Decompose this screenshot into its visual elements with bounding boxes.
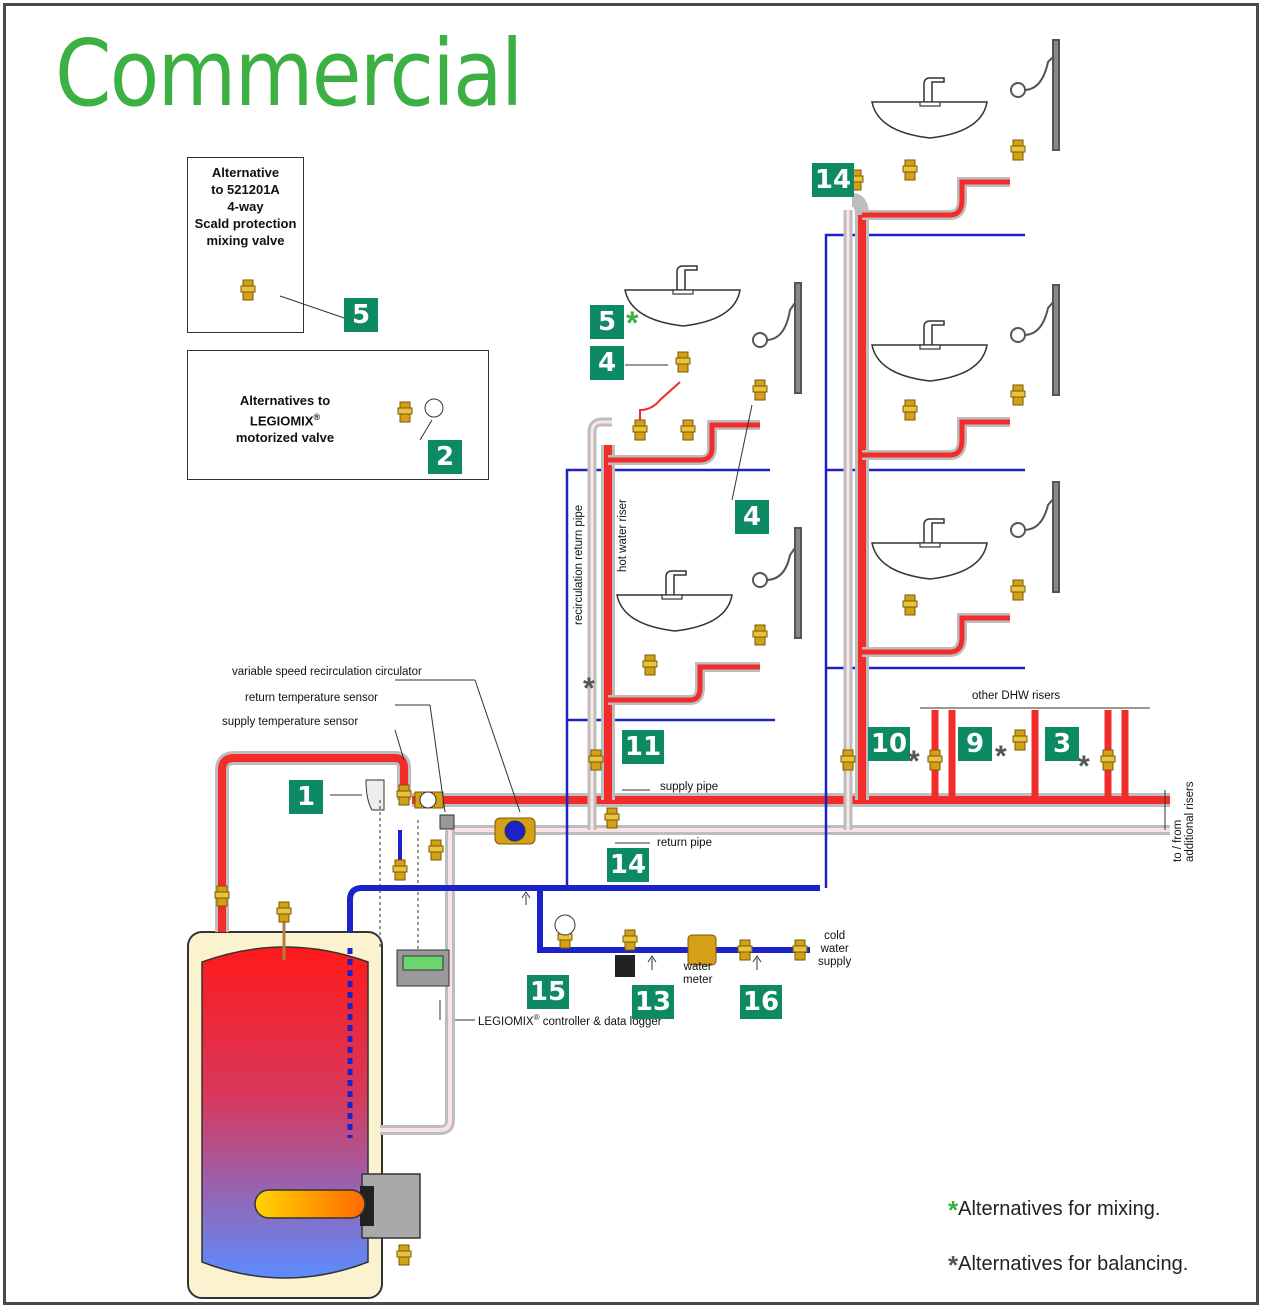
shower-fixtures [752,39,1060,639]
additional-risers-label: additional risers [1184,781,1196,862]
legend-balancing-text: Alternatives for balancing. [958,1253,1189,1275]
badge-13: 13 [632,985,674,1019]
badge-14-lower: 14 [607,848,649,882]
alt2-line-3: motorized valve [235,430,335,446]
recirculation-return-pipe-label: recirculation return pipe [573,504,585,625]
alt1-line-1: Alternative [211,165,280,180]
controller-label-reg: ® [533,1013,540,1022]
controller-label-rest: controller & data logger [539,1015,662,1028]
water-meter-line-1: water [683,961,712,973]
badge-2: 2 [428,440,462,474]
water-meter-line-2: meter [683,974,713,986]
valve-components [240,139,1116,987]
alt2-line-2: LEGIOMIX® [210,409,360,429]
legend-balancing: *Alternatives for balancing. [948,1250,1188,1281]
controller-label-text: LEGIOMIX [478,1015,534,1028]
badge-10: 10 [868,727,910,761]
hot-supply-pipe [214,751,411,932]
badge-1: 1 [289,780,323,814]
sink-fixtures [616,77,988,632]
return-sensor-label: return temperature sensor [245,692,378,704]
controller-label: LEGIOMIX® controller & data logger [478,1013,662,1028]
callout-lines [279,295,1166,1021]
supply-sensor-label: supply temperature sensor [222,716,359,728]
to-from-label: to / from [1172,819,1184,862]
balancing-star-marker-9: * [995,740,1007,773]
legend-mixing-text: Alternatives for mixing. [958,1198,1161,1220]
water-heater-tank [187,901,421,1299]
alt1-line-4: Scald protection [194,216,297,231]
return-pipe-label: return pipe [657,837,712,849]
alt2-line-2-reg: ® [313,412,321,422]
balancing-star-marker-recirc: * [583,672,595,705]
cold-water-line-3: supply [818,956,852,968]
badge-16: 16 [740,985,782,1019]
mixing-alt-star-marker: * [626,305,639,341]
alt2-line-1: Alternatives to [239,393,331,408]
balancing-star-marker-10: * [908,745,920,778]
badge-4-lower: 4 [735,500,769,534]
legend-mixing-star: * [948,1195,959,1225]
cold-water-line-2: water [820,943,849,955]
badge-5-box: 5 [344,298,378,332]
alt1-line-2: to 521201A [211,182,280,197]
fixture-branches [608,177,1010,705]
alternative-motorized-valve-text: Alternatives to LEGIOMIX® motorized valv… [210,392,360,446]
page-title: Commercial [55,20,523,127]
badge-9: 9 [958,727,992,761]
badge-4-top: 4 [590,346,624,380]
alt1-line-5: mixing valve [206,233,285,248]
badge-15: 15 [527,975,569,1009]
legend-balancing-star: * [948,1250,959,1280]
badge-5-sink: 5 [590,305,624,339]
other-dhw-risers-label: other DHW risers [972,690,1061,702]
diagram-frame [3,3,1259,1305]
alt1-line-3: 4-way [227,199,264,214]
legend-mixing: *Alternatives for mixing. [948,1195,1160,1226]
cold-water-pipes [347,233,1025,953]
alternative-mixing-valve-text: Alternative to 521201A 4-way Scald prote… [187,164,304,249]
balancing-star-marker-3: * [1078,750,1090,783]
badge-14-top: 14 [812,163,854,197]
circulator-label: variable speed recirculation circulator [232,666,422,678]
alternative-mixing-valve-box [187,157,304,333]
cold-water-line-1: cold [824,930,846,942]
badge-3: 3 [1045,727,1079,761]
badge-11: 11 [622,730,664,764]
main-return-pipe [380,825,1170,1135]
hot-water-risers [587,193,1129,830]
supply-pipe-label: supply pipe [660,781,719,793]
hot-water-riser-label: hot water riser [617,499,629,572]
alt2-line-2-text: LEGIOMIX [249,413,314,429]
